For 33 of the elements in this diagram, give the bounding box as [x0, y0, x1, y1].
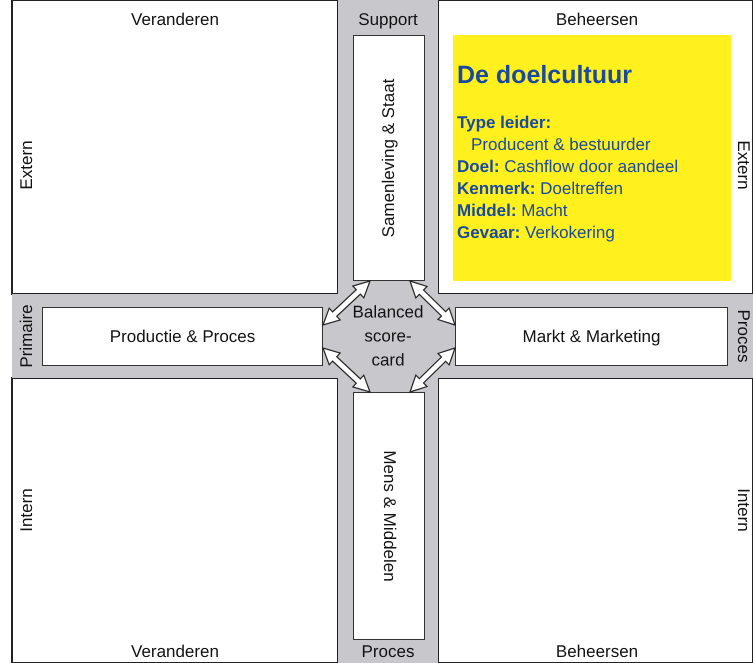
box-label: Productie & Proces — [110, 326, 256, 346]
band — [12, 294, 753, 378]
axis-label: Veranderen — [131, 642, 219, 662]
card-text: Kenmerk: Doeltreffen — [457, 178, 624, 200]
band-label: Proces — [733, 310, 753, 362]
card-text: Gevaar: Verkokering — [457, 222, 616, 244]
band-label: Primaire — [17, 304, 37, 368]
double-arrow — [322, 280, 371, 326]
box-label: Mens & Middelen — [379, 450, 399, 582]
double-arrow — [409, 347, 456, 393]
axis-label: Beheersen — [556, 642, 638, 662]
box-label: Markt & Marketing — [522, 326, 660, 346]
card-text: Type leider: Producent & bestuurder — [457, 112, 652, 156]
axis-label: Extern — [17, 140, 37, 190]
box-label: Samenleving & Staat — [379, 78, 399, 238]
axis-label: Extern — [733, 140, 753, 190]
double-arrow — [322, 347, 371, 393]
perspective-box — [353, 392, 425, 640]
perspective-box — [353, 35, 425, 281]
axis-label: Intern — [733, 488, 753, 532]
double-arrow — [409, 280, 456, 326]
culture-card — [453, 35, 731, 281]
center-label: Balanced score-card — [352, 301, 424, 371]
perspective-box — [42, 307, 323, 366]
card-heading: De doelcultuur — [457, 61, 634, 90]
band-label: Support — [358, 10, 418, 30]
axis-label: Beheersen — [556, 10, 638, 30]
axis-label: Intern — [17, 488, 37, 532]
card-text: Middel: Macht — [457, 200, 569, 222]
perspective-box — [455, 307, 728, 366]
card-text: Doel: Cashflow door aandeel — [457, 156, 680, 178]
axis-label: Veranderen — [131, 10, 219, 30]
band-label: Proces — [362, 642, 414, 662]
